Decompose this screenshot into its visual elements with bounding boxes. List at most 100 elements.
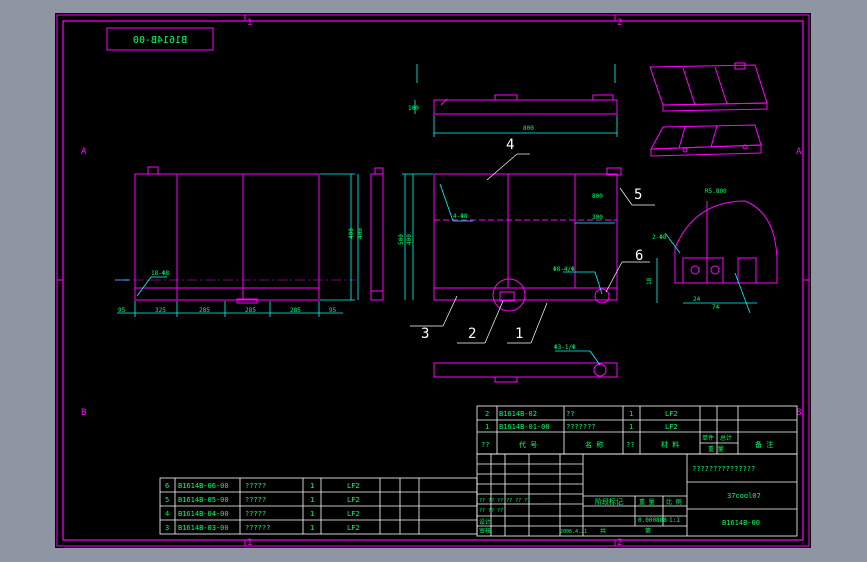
lower-row6-mat: LF2 <box>347 482 360 490</box>
lower-row3-no: 3 <box>165 524 169 532</box>
tb-weight-label: 重 量 <box>639 498 655 506</box>
front-view-dims <box>117 173 355 317</box>
lower-row4-code: B1614B-04-00 <box>178 510 229 518</box>
balloon-5: 5 <box>634 187 642 203</box>
dim-sect-h1: 500 <box>398 234 405 245</box>
dim-detail-w2: 74 <box>712 304 720 311</box>
lower-parts-table <box>159 477 478 535</box>
tb-mark-row: ?? ?? ?? ?? ?? ?? <box>479 498 530 504</box>
dim-sect-hole: 4-Φ8 <box>453 213 468 220</box>
iso-view-bottom <box>650 124 762 157</box>
dim-top-len: 800 <box>523 125 534 132</box>
dim-front-leader: 18-Φ8 <box>151 270 169 277</box>
tb-sheet-of: 第 <box>645 527 651 535</box>
upper-hdr-1: 代 号 <box>519 440 537 449</box>
title-stamp-text: B1614B-00 <box>133 35 187 46</box>
zone-left-b: B <box>81 408 86 418</box>
lower-row3-name: ?????? <box>245 524 270 532</box>
top-view <box>433 94 618 115</box>
dim-sect-h2: 400 <box>406 234 413 245</box>
bottom-view <box>433 362 618 383</box>
dim-detail-w1: 24 <box>693 296 701 303</box>
section-view <box>433 167 622 312</box>
balloon-2: 2 <box>468 326 476 342</box>
zone-top-1: 1 <box>247 18 252 28</box>
upper-hdr-2: 名 称 <box>585 440 603 449</box>
tb-review: 审核 <box>479 527 491 535</box>
tb-design: 设计 <box>479 518 491 526</box>
tb-row-label: ?? ?? ?? <box>479 508 503 514</box>
lower-row3-qty: 1 <box>310 524 314 532</box>
cad-drawing-viewport[interactable]: 1 2 1 2 A B A B B1614B-00 95 325 285 <box>55 13 811 548</box>
upper-row2-name: ?? <box>566 410 574 418</box>
inner-border <box>62 20 804 541</box>
lower-row4-mat: LF2 <box>347 510 360 518</box>
dim-front-1: 325 <box>155 307 166 314</box>
lower-row6-no: 6 <box>165 482 169 490</box>
side-view <box>370 167 384 301</box>
dim-front-3: 285 <box>245 307 256 314</box>
upper-row2-mat: LF2 <box>665 410 678 418</box>
dim-front-height: 400 <box>348 228 355 239</box>
zone-bottom-1: 1 <box>247 538 252 548</box>
balloon-1: 1 <box>515 326 523 342</box>
detail-view <box>674 200 778 284</box>
zone-bottom-2: 2 <box>617 538 622 548</box>
lower-row5-qty: 1 <box>310 496 314 504</box>
lower-row4-qty: 1 <box>310 510 314 518</box>
lower-row6-name: ????? <box>245 482 266 490</box>
tb-stage-label: 阶段标记 <box>595 497 623 506</box>
dim-sect-1: 800 <box>592 193 603 200</box>
dim-front-4: 285 <box>290 307 301 314</box>
upper-hdr-sub: 重 量 <box>708 445 724 453</box>
zone-top-2: 2 <box>617 18 622 28</box>
upper-hdr-3: ?? <box>626 441 634 449</box>
lower-row5-mat: LF2 <box>347 496 360 504</box>
dim-bottom-hole: Φ3-1/Φ <box>554 344 576 351</box>
upper-hdr-6: 总计 <box>720 434 732 442</box>
tb-project: 37cool07 <box>727 492 761 500</box>
lower-row6-qty: 1 <box>310 482 314 490</box>
lower-row5-code: B1614B-05-00 <box>178 496 229 504</box>
upper-hdr-5: 单件 <box>702 434 714 442</box>
cad-drawing-canvas: 1 2 1 2 A B A B B1614B-00 95 325 285 <box>56 14 810 548</box>
upper-row1-no: 1 <box>485 423 489 431</box>
iso-view-top <box>649 62 768 112</box>
front-view <box>115 166 355 304</box>
title-stamp: B1614B-00 <box>106 27 214 51</box>
tb-weight-value: 0.000888 <box>638 517 667 524</box>
lower-row4-name: ????? <box>245 510 266 518</box>
tb-sheet-label: 共 <box>600 527 606 535</box>
dim-sect-2: 300 <box>592 214 603 221</box>
tb-date: 2006.4.21 <box>560 529 587 535</box>
dim-top-sub: 100 <box>408 105 419 112</box>
tb-drawing-no: B1614B-00 <box>722 519 760 527</box>
dim-front-right: 95 <box>329 307 337 314</box>
dim-front-left: 95 <box>118 307 126 314</box>
zone-left-a: A <box>81 147 87 157</box>
dim-sect-holes2: Φ8-4/Φ <box>553 266 575 273</box>
tb-scale-label: 比 例 <box>666 498 682 506</box>
upper-hdr-4: 材 料 <box>661 440 679 449</box>
upper-row2-no: 2 <box>485 410 489 418</box>
zone-right-b: B <box>796 408 801 418</box>
upper-row1-qty: 1 <box>629 423 633 431</box>
tb-company: ??????????????? <box>692 465 755 473</box>
lower-row5-no: 5 <box>165 496 169 504</box>
balloon-6: 6 <box>635 248 643 264</box>
dim-side-height: 400 <box>357 228 364 239</box>
upper-hdr-7: 备 注 <box>755 440 773 449</box>
upper-row2-qty: 1 <box>629 410 633 418</box>
tb-scale-value: 1:1 <box>669 517 680 524</box>
upper-row1-code: B1614B-01-00 <box>499 423 550 431</box>
lower-row3-code: B1614B-03-00 <box>178 524 229 532</box>
dim-detail-cut: 2-Φ8 <box>652 234 667 241</box>
zone-right-a: A <box>796 147 802 157</box>
balloon-4: 4 <box>506 137 514 153</box>
lower-row4-no: 4 <box>165 510 169 518</box>
upper-hdr-0: ?? <box>481 441 489 449</box>
upper-row1-mat: LF2 <box>665 423 678 431</box>
lower-row3-mat: LF2 <box>347 524 360 532</box>
lower-row6-code: B1614B-06-00 <box>178 482 229 490</box>
lower-row5-name: ????? <box>245 496 266 504</box>
